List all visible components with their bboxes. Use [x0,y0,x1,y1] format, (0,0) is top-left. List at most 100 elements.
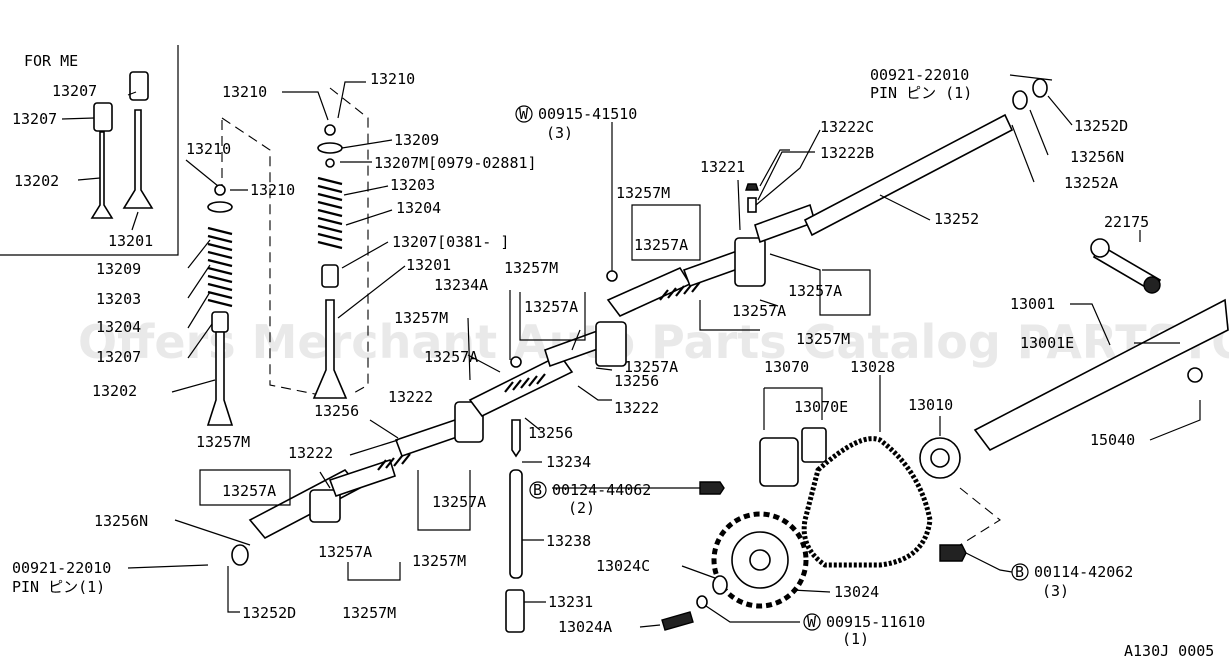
inset-for-me: FOR ME 13207 13207 13202 13201 [0,45,179,256]
rocker-shaft-part [803,113,1014,237]
label-13257m: 13257M [796,330,850,348]
bolt-part [661,611,694,631]
label-13210: 13210 [186,140,231,158]
label-qty: (1) [842,630,869,648]
label-00921-22010: 00921-22010 [12,559,111,577]
middle-valve-stack: 13210 13210 13209 13207M[0979-02881] 132… [222,70,537,399]
timing-chain-part [801,436,933,568]
valve-spring-part [317,176,343,250]
retainer-part [207,201,233,213]
label-13256: 13256 [314,402,359,420]
label-13257a: 13257A [524,298,578,316]
label-13010: 13010 [908,396,953,414]
label-13070: 13070 [764,358,809,376]
valve-seal-part [325,158,335,168]
rocker-support-part [454,401,484,443]
label-13222c: 13222C [820,118,874,136]
valve-part [122,109,154,209]
gear-part [1187,367,1203,383]
nut-part [745,183,759,191]
label-13257m: 13257M [412,552,466,570]
cover-hole [930,448,950,468]
label-22175: 22175 [1104,213,1149,231]
retainer-part [317,142,343,154]
label-00114-42062: 00114-42062 [1034,563,1133,581]
label-13203: 13203 [390,176,435,194]
label-13231: 13231 [548,593,593,611]
marker-w-letter: W [807,613,817,631]
label-13207: 13207 [96,348,141,366]
gear-part [1090,238,1110,258]
label-13256n: 13256N [94,512,148,530]
rocker-arm-part [468,353,574,418]
label-13209: 13209 [96,260,141,278]
valve-part [206,331,234,426]
label-13257a: 13257A [424,348,478,366]
rocker-spring-part [377,453,411,471]
label-13257m: 13257M [616,184,670,202]
label-13222: 13222 [614,399,659,417]
washer-part [1012,90,1028,110]
label-13257a: 13257A [432,493,486,511]
label-13070e: 13070E [794,398,848,416]
label-13001: 13001 [1010,295,1055,313]
gear-part [1143,276,1161,294]
label-13257m: 13257M [342,604,396,622]
label-qty: (3) [546,124,573,142]
label-13257a: 13257A [732,302,786,320]
marker-b-letter: B [533,481,542,499]
valve-part [312,299,348,399]
label-13207m: 13207M[0979-02881] [374,154,537,172]
label-00921-22010: 00921-22010 [870,66,969,84]
label-13207-0381: 13207[0381- ] [392,233,509,251]
valve-seal-part [129,71,149,101]
washer-part [712,575,728,595]
label-13257m: 13257M [196,433,250,451]
rocker-assembly-center: 13257M 13257A 13234A 13257M 13257A 13256… [394,259,725,633]
label-pin: PIN ピン (1) [870,84,972,102]
washer-part [231,544,249,566]
valve-seal-part [93,102,113,132]
label-13252d: 13252D [1074,117,1128,135]
label-13024: 13024 [834,583,879,601]
inset-title: FOR ME [24,52,78,70]
washer-part [606,270,618,282]
label-13202: 13202 [14,172,59,190]
push-rod-part [509,469,523,579]
label-13024c: 13024C [596,557,650,575]
valve-part [90,131,114,219]
rocker-arm-part [606,266,692,317]
nut-part [510,356,522,368]
label-13210: 13210 [222,83,267,101]
label-13252a: 13252A [1064,174,1118,192]
tappet-part [505,589,525,633]
marker-w [803,613,821,631]
valve-seal-part [211,311,229,333]
label-13203: 13203 [96,290,141,308]
label-13252d: 13252D [242,604,296,622]
label-13204: 13204 [396,199,441,217]
label-13238: 13238 [546,532,591,550]
tensioner-shoe-part [801,427,827,463]
rocker-assembly-left: 13257M 13257A 13256N 00921-22010 PIN ピン(… [12,388,486,622]
label-13201: 13201 [108,232,153,250]
label-13234: 13234 [546,453,591,471]
label-13256: 13256 [528,424,573,442]
camshaft-timing: 22175 13001 13001E 15040 13070 13070E 13… [558,213,1229,648]
label-13209: 13209 [394,131,439,149]
label-13210: 13210 [250,181,295,199]
rocker-support-part [309,489,341,523]
label-13257a: 13257A [222,482,276,500]
adjusting-screw-part [747,197,757,213]
bolt-part [699,481,725,495]
marker-b [1011,563,1029,581]
marker-w-letter: W [519,105,529,123]
label-13202: 13202 [92,382,137,400]
label-pin: PIN ピン(1) [12,578,105,596]
marker-b-letter: B [1015,563,1024,581]
label-13221: 13221 [700,158,745,176]
label-15040: 15040 [1090,431,1135,449]
rocker-arm-part [394,418,461,458]
